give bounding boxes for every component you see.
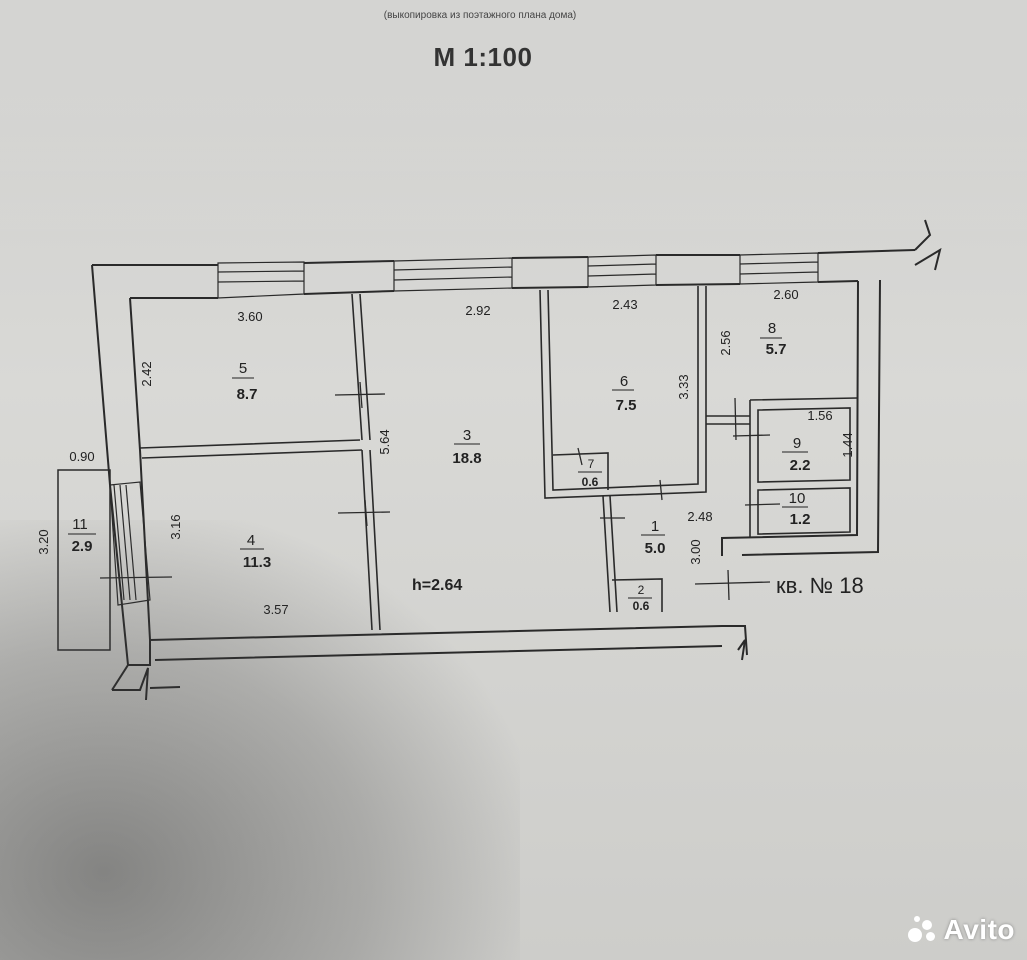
room-2-area: 0.6 (633, 599, 650, 613)
outer-wall-right (721, 279, 881, 556)
room-9-area: 2.2 (790, 457, 811, 474)
dim-room5-height: 2.42 (139, 361, 154, 386)
door-mark (334, 393, 386, 396)
room-7-number: 7 (588, 457, 595, 471)
room-7-area: 0.6 (582, 475, 599, 489)
room-3-area: 18.8 (452, 450, 481, 467)
room-2-number: 2 (638, 583, 645, 597)
room-11-number: 11 (72, 516, 88, 533)
window-2 (393, 257, 513, 292)
room-10-area: 1.2 (790, 511, 811, 528)
door-mark (734, 397, 737, 441)
room-6-area: 7.5 (616, 397, 637, 414)
dim-balcony-height: 3.20 (36, 529, 51, 554)
room-9-number: 9 (793, 435, 801, 452)
door-mark (577, 447, 583, 466)
dim-room4-height: 3.16 (168, 514, 183, 539)
door-mark (99, 576, 173, 579)
break-mark-top-right (914, 219, 942, 271)
dim-room6-height: 3.33 (676, 374, 691, 399)
avito-logo-icon (907, 916, 938, 944)
apartment-label: кв. № 18 (776, 573, 864, 598)
room-4-number: 4 (247, 532, 255, 549)
door-mark (337, 511, 391, 514)
room-3-number: 3 (463, 427, 471, 444)
dim-room6-width: 2.43 (612, 297, 637, 312)
room-4-area: 11.3 (243, 554, 271, 571)
wall-room7 (552, 452, 609, 490)
wall-room4-right (361, 449, 381, 631)
window-1 (217, 261, 305, 299)
room-5-area: 8.7 (237, 386, 258, 403)
break-mark-bottom-right (737, 639, 746, 661)
dim-room9-height: 1.44 (840, 432, 855, 457)
room-10-number: 10 (789, 490, 806, 507)
wall-room5-bottom (139, 439, 363, 459)
dim-room1-width: 2.48 (687, 509, 712, 524)
document-subtitle: (выкопировка из поэтажного плана дома) (383, 10, 577, 21)
outer-wall-bottom (149, 625, 748, 661)
dim-room3-height: 5.64 (377, 429, 392, 454)
room-1-number: 1 (651, 518, 659, 535)
balcony-door (109, 481, 151, 606)
room-6-number: 6 (620, 373, 628, 390)
door-mark (694, 581, 771, 585)
room-11-area: 2.9 (72, 538, 93, 555)
wall-room2 (611, 578, 663, 612)
dim-balcony-width: 0.90 (69, 449, 94, 464)
outer-wall-top (92, 249, 916, 266)
dim-room4-width: 3.57 (263, 602, 288, 617)
room-8-number: 8 (768, 320, 776, 337)
door-mark (359, 381, 363, 409)
room-5-number: 5 (239, 360, 247, 377)
outer-wall-left (91, 264, 141, 486)
dim-room1-height: 3.00 (688, 539, 703, 564)
door-mark (659, 479, 663, 501)
ceiling-height: h=2.64 (412, 577, 462, 594)
avito-text: Avito (943, 914, 1015, 945)
dim-room9-width: 1.56 (807, 408, 832, 423)
window-4 (739, 252, 819, 285)
door-mark (744, 503, 781, 506)
wall-room5-right (351, 293, 371, 441)
window-3 (587, 254, 657, 288)
outer-wall-top-inner (130, 280, 859, 299)
scale-title: М 1:100 (433, 42, 533, 72)
avito-watermark: Avito (907, 914, 1015, 946)
dim-room3-width: 2.92 (465, 303, 490, 318)
wall-room1-left (602, 495, 618, 613)
door-mark (732, 434, 771, 437)
break-mark-bottom-left (112, 667, 181, 701)
dim-room8-height: 2.56 (718, 330, 733, 355)
room-8-area: 5.7 (766, 341, 787, 358)
door-mark (727, 569, 730, 601)
dim-room8-width: 2.60 (773, 287, 798, 302)
room-1-area: 5.0 (645, 540, 666, 557)
wall-room6 (539, 286, 707, 499)
dim-room5-width: 3.60 (237, 309, 262, 324)
balcony-outline (57, 469, 111, 651)
door-mark (364, 499, 368, 527)
wall-room9-10 (749, 397, 858, 538)
wall-room8-bottom (706, 415, 750, 425)
